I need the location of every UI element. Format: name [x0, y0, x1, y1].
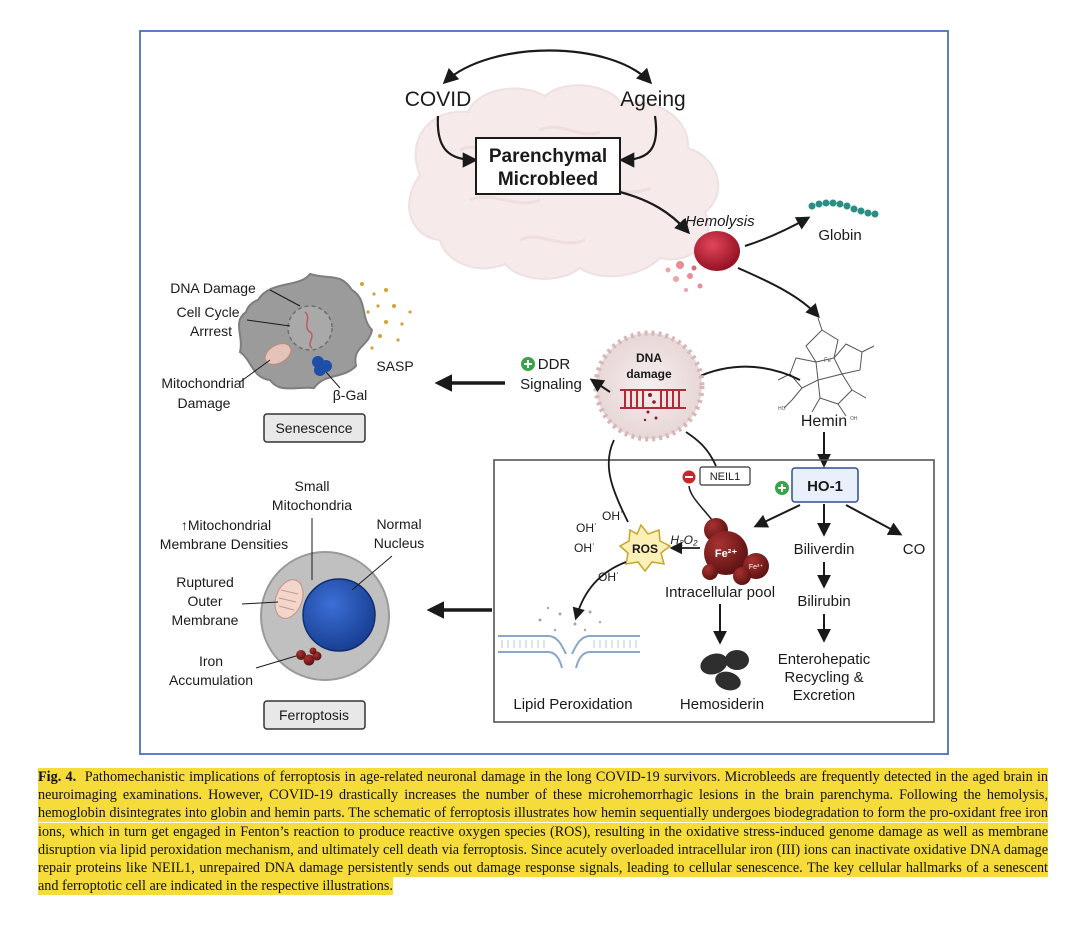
enterohepatic-label-line2: Recycling & — [784, 669, 863, 686]
dna-ladder-icon — [620, 389, 686, 409]
ferro-iron-label-line1: Iron — [199, 653, 223, 669]
microbleed-label-line2: Microbleed — [498, 169, 598, 190]
hemolysis-label: Hemolysis — [685, 213, 755, 230]
covid-to-microbleed-arrow — [436, 115, 479, 168]
hemin-label: Hemin — [801, 413, 847, 430]
oh-radical-1: OH˙ — [602, 509, 624, 523]
sen-dna-damage-label: DNA Damage — [170, 280, 256, 296]
lipid-membrane-icon — [498, 606, 640, 669]
neil1-box — [699, 466, 751, 486]
biliverdin-label: Biliverdin — [794, 541, 855, 558]
rbc-to-globin-arrow — [744, 216, 811, 247]
ferro-ruptured-label-line1: Ruptured — [176, 574, 234, 590]
enterohepatic-label-line3: Excretion — [793, 687, 856, 704]
ferro-small-mito-label-line2: Mitochondria — [272, 497, 352, 513]
ageing-label: Ageing — [620, 88, 685, 111]
ferro-ruptured-leader — [241, 601, 279, 605]
ho1-box — [791, 467, 859, 503]
ferro-small-mito-label-line1: Small — [294, 478, 329, 494]
oh-radical-3: OH˙ — [574, 541, 596, 555]
sen-dna-damage-leader — [269, 289, 301, 307]
ho1-to-iron-arrow — [753, 504, 801, 528]
ferro-iron-leader — [255, 655, 297, 669]
sen-cell-cycle-label-line2: Arrrest — [190, 323, 232, 339]
ageing-to-microbleed-arrow — [618, 115, 658, 168]
ros-to-dna-arrow — [607, 439, 629, 523]
rbc-to-hemin-arrow — [737, 267, 820, 319]
dna-damage-label-line1: DNA — [636, 351, 662, 365]
iron-pool-icon — [702, 518, 769, 585]
senescent-cell-icon — [238, 272, 374, 390]
ferro-ruptured-label-line2: Outer — [187, 593, 222, 609]
neil1-minus-icon — [682, 470, 696, 484]
ferroptosis-box — [263, 700, 366, 730]
sen-mito-label-line1: Mitochondrial — [161, 375, 244, 391]
microbleed-to-hemolysis-arrow — [619, 190, 691, 235]
svg-text:HO: HO — [778, 406, 786, 412]
ferroptosis-box-label: Ferroptosis — [279, 707, 349, 723]
oh-radical-4: OH˙ — [598, 570, 620, 584]
ferro-normal-nucleus-label-line1: Normal — [376, 516, 421, 532]
svg-text:Fe: Fe — [824, 358, 832, 364]
sen-mito-leader — [239, 359, 271, 383]
fe3-label: Fe³⁺ — [749, 564, 764, 571]
senescence-box — [263, 413, 366, 443]
sasp-dots — [360, 282, 412, 350]
svg-text:OH: OH — [850, 416, 858, 422]
neil1-to-dna-line — [685, 431, 717, 467]
sen-cell-cycle-leader — [246, 319, 291, 327]
covid-ageing-arrow — [442, 49, 653, 85]
ros-to-lipid-arrow — [572, 561, 627, 621]
ferro-normal-nucleus-label-line2: Nucleus — [374, 535, 425, 551]
hemosiderin-label: Hemosiderin — [680, 696, 764, 713]
iron-accumulation-icon — [296, 647, 322, 666]
senescence-box-label: Senescence — [275, 420, 352, 436]
enterohepatic-label-line1: Enterohepatic — [778, 651, 871, 668]
co-label: CO — [903, 541, 926, 558]
ferro-normal-nucleus-leader — [351, 555, 393, 591]
ddr-label-line1: DDR — [538, 356, 571, 373]
globin-label: Globin — [818, 227, 861, 244]
covid-label: COVID — [405, 88, 472, 111]
h2o2-label: H₂O₂ — [670, 533, 698, 547]
sen-beta-gal-label: β-Gal — [333, 387, 368, 403]
figure-caption: Fig. 4. Pathomechanistic implications of… — [38, 768, 1049, 896]
dna-damage-label-line2: damage — [626, 367, 672, 381]
ferroptosis-diagram: COVID Ageing Parenchymal Microbleed Hemo… — [139, 30, 949, 755]
sen-cell-cycle-label-line1: Cell Cycle — [176, 304, 239, 320]
sen-beta-gal-leader — [325, 371, 341, 389]
ferro-membrane-dens-label-line1: ↑Mitochondrial — [181, 517, 271, 533]
fe2-label: Fe²⁺ — [715, 548, 738, 560]
ddr-plus-icon — [521, 357, 535, 371]
beta-gal-icon — [312, 356, 332, 376]
ho1-plus-icon — [775, 481, 789, 495]
iron-to-neil1-line — [688, 485, 713, 521]
globin-chain-icon — [808, 199, 879, 218]
dna-damage-bubble: DNA damage — [593, 330, 705, 442]
ho1-label: HO-1 — [807, 478, 843, 495]
ferro-ruptured-label-line3: Membrane — [172, 612, 239, 628]
oh-radical-2: OH˙ — [576, 521, 598, 535]
ho1-to-co-arrow — [845, 504, 903, 536]
hemosiderin-icon — [700, 650, 749, 691]
ros-burst-icon — [618, 523, 672, 573]
sen-sasp-label: SASP — [376, 358, 413, 374]
microbleed-label-line1: Parenchymal — [489, 146, 607, 167]
caption-text: Pathomechanistic implications of ferropt… — [38, 769, 1049, 895]
dna-to-ddr-arrow — [589, 378, 611, 393]
lipid-peroxidation-label: Lipid Peroxidation — [513, 696, 632, 713]
ferro-membrane-dens-label-line2: Membrane Densities — [160, 536, 288, 552]
red-blood-cell-icon — [665, 231, 740, 292]
bilirubin-label: Bilirubin — [797, 593, 850, 610]
ferroptotic-cell-icon — [260, 551, 390, 681]
sen-mito-label-line2: Damage — [178, 395, 231, 411]
neil1-label: NEIL1 — [710, 471, 741, 483]
ddr-label-line2: Signaling — [520, 376, 582, 393]
ferro-iron-label-line2: Accumulation — [169, 672, 253, 688]
intracellular-pool-label: Intracellular pool — [665, 584, 775, 601]
caption-label: Fig. 4. — [38, 769, 77, 785]
microbleed-box — [475, 137, 621, 195]
ros-label: ROS — [632, 542, 658, 556]
